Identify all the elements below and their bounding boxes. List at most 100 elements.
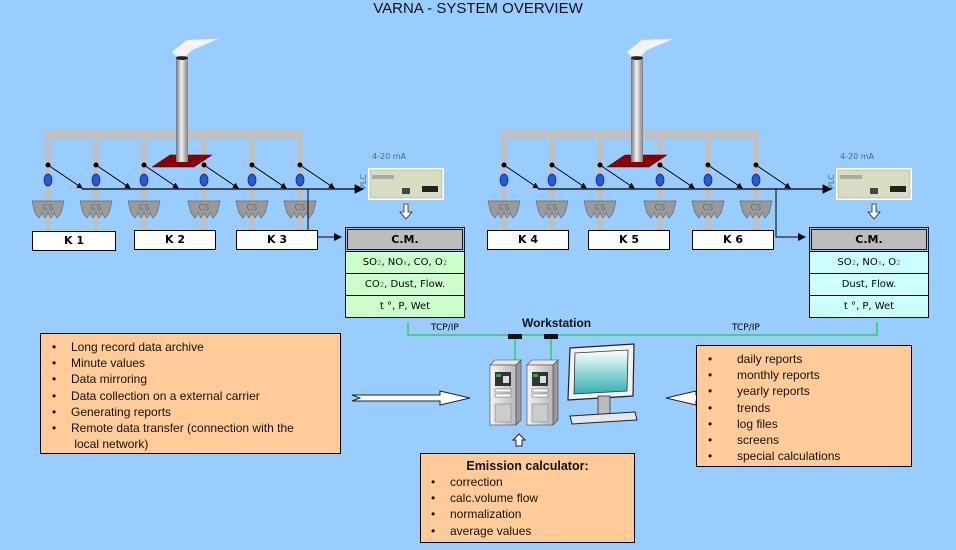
cyclone-separator-icon (535, 200, 569, 219)
valve-icon (595, 173, 605, 187)
cm-signal-line (775, 189, 806, 241)
list-item: •average values (431, 523, 532, 538)
chimney-stack (176, 58, 188, 162)
flue-duct (502, 130, 758, 139)
sample-point (549, 162, 555, 168)
signal-line (47, 164, 83, 189)
sample-point (141, 162, 147, 168)
sample-point (45, 162, 51, 168)
boiler-k5[interactable]: K 5 (588, 230, 670, 250)
valve-icon (247, 173, 257, 187)
plc-label: PLC (827, 174, 836, 189)
plc-terminal-block (422, 186, 438, 192)
smoke-plume (626, 38, 674, 57)
arrow-down-icon (867, 203, 881, 220)
continuous-monitor-left[interactable]: C.M. SO2, NOx, CO, O2 CO2, Dust, Flow. t… (345, 227, 465, 318)
workstation-label: Workstation (522, 316, 592, 330)
tcp-ip-network (407, 322, 878, 360)
valve-icon (199, 173, 209, 187)
cs-label: CS (199, 203, 210, 212)
arrow-down-icon (399, 203, 413, 220)
sample-point (297, 162, 303, 168)
signal-line (143, 164, 179, 189)
cm-row-dust-flow: CO2, Dust, Flow. (345, 274, 465, 296)
signal-line (299, 164, 335, 189)
emission-calculator-panel: Emission calculator: •correction •calc.v… (420, 453, 635, 543)
plc-terminal (372, 175, 394, 179)
list-item: •Data collection on a external carrier (52, 388, 260, 403)
cyclone-separator-icon (643, 200, 677, 219)
cs-label: CS (247, 203, 258, 212)
signal-line (755, 164, 791, 189)
valve-icon (295, 173, 305, 187)
list-item: •Minute values (52, 356, 146, 371)
cm-header: C.M. (345, 227, 465, 252)
sample-point (201, 162, 207, 168)
list-item: •normalization (431, 507, 522, 522)
arrow-right-icon (351, 390, 471, 406)
cyclone-separator-icon (127, 200, 161, 219)
stack-top (631, 56, 643, 60)
server-icon (489, 359, 559, 426)
cyclone-separator-icon (583, 200, 617, 219)
cyclone-separator-icon (487, 200, 521, 219)
cs-label: CS (43, 203, 54, 212)
boiler-k2[interactable]: K 2 (134, 230, 216, 250)
list-item: •Generating reports (52, 404, 172, 419)
emission-calculator-title: Emission calculator: (466, 459, 589, 473)
sample-point (249, 162, 255, 168)
sample-point (501, 162, 507, 168)
list-item: •monthly reports (708, 368, 820, 383)
valve-icon (655, 173, 665, 187)
boiler-k3[interactable]: K 3 (236, 230, 318, 250)
signal-line (251, 164, 287, 189)
valve-icon (139, 173, 149, 187)
boiler-k6[interactable]: K 6 (692, 230, 774, 250)
valve-icon (703, 173, 713, 187)
smoke-plume (171, 38, 219, 57)
cm-header: C.M. (809, 227, 929, 252)
flue-duct (46, 130, 302, 139)
list-item: •calc.volume flow (431, 491, 539, 506)
cyclone-separator-icon (235, 200, 269, 219)
list-item: •Data mirroring (52, 372, 148, 387)
cs-label: CS (295, 203, 306, 212)
valve-icon (547, 173, 557, 187)
list-item-continuation: local network) (71, 437, 149, 452)
cm-row-gases: SO2, NOx, O2 (809, 252, 929, 274)
signal-line (659, 164, 695, 189)
list-item: •trends (708, 400, 771, 415)
monitor-icon (567, 343, 638, 425)
continuous-monitor-right[interactable]: C.M. SO2, NOx, O2 Dust, Flow. t °, P, We… (809, 227, 929, 318)
sample-point (597, 162, 603, 168)
cyclone-separator-icon (691, 200, 725, 219)
signal-label: 4-20 mA (372, 152, 406, 161)
cyclone-separator-icon (31, 200, 65, 219)
cs-label: CS (139, 203, 150, 212)
cs-label: CS (703, 203, 714, 212)
list-item: •Long record data archive (52, 340, 204, 354)
cs-label: CS (547, 203, 558, 212)
cm-row-gases: SO2, NOx, CO, O2 (345, 252, 465, 274)
boiler-k1[interactable]: K 1 (32, 231, 116, 251)
network-connector-icon (508, 334, 522, 339)
list-item: •special calculations (708, 449, 841, 464)
signal-line (707, 164, 743, 189)
cs-label: CS (655, 203, 666, 212)
signal-line (599, 164, 635, 189)
cm-row-dust-flow: Dust, Flow. (809, 274, 929, 296)
signal-line (203, 164, 239, 189)
reports-panel: •daily reports •monthly reports •yearly … (696, 345, 912, 467)
list-item: •correction (431, 475, 503, 489)
tcp-ip-label-left: TCP/IP (431, 323, 459, 333)
list-item: •Remote data transfer (connection with t… (52, 421, 294, 436)
sample-point (753, 162, 759, 168)
stack-top (176, 56, 188, 60)
boiler-k4[interactable]: K 4 (487, 230, 569, 250)
tcp-ip-label-right: TCP/IP (732, 323, 760, 333)
list-item: •daily reports (708, 352, 803, 366)
cm-row-temp-pressure: t °, P, Wet (345, 296, 465, 318)
cs-label: CS (751, 203, 762, 212)
cs-label: CS (499, 203, 510, 212)
